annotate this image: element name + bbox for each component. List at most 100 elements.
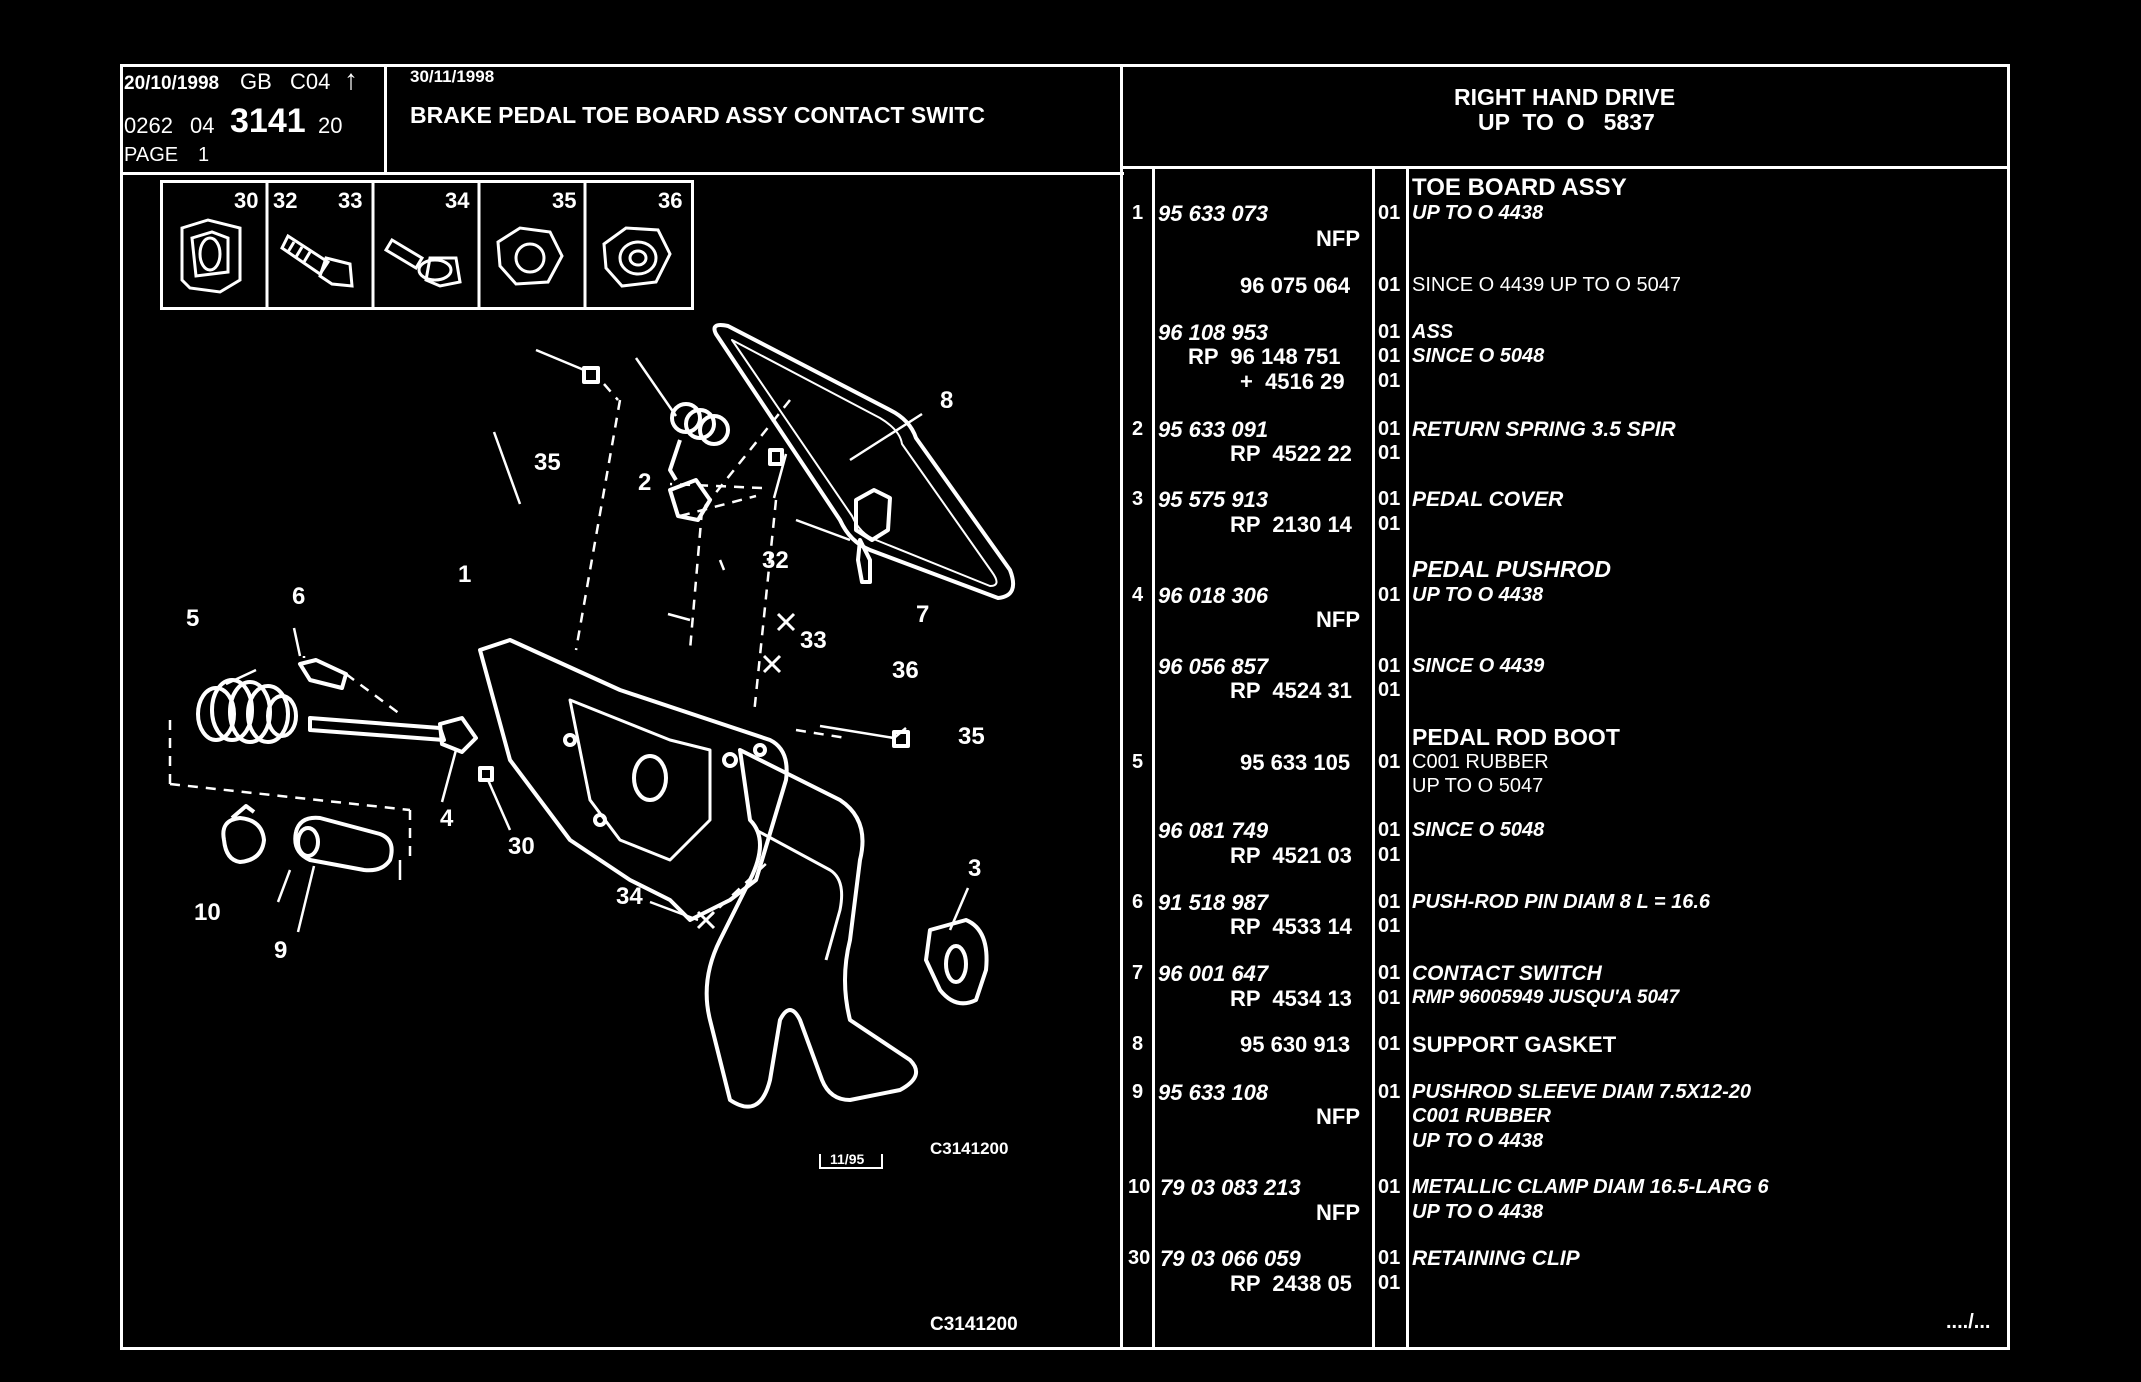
callout-2: 2: [638, 469, 651, 496]
part-desc: PUSHROD SLEEVE DIAM 7.5X12-20: [1412, 1081, 1751, 1103]
part-desc: SINCE O 5048: [1412, 345, 1545, 367]
part-qty: 01: [1378, 819, 1401, 841]
bolt-icon: [280, 233, 354, 288]
part-sub: + 4516 29: [1240, 369, 1345, 394]
header-ref-number: 3141: [230, 102, 306, 140]
lock-nut-icon: [602, 226, 672, 288]
part-sub: RP 4524 31: [1230, 678, 1352, 703]
part-qty: 01: [1378, 442, 1401, 464]
header-lang-code: GB: [240, 69, 272, 94]
legend-num-32: 32: [273, 188, 297, 213]
part-desc: UP TO O 4438: [1412, 584, 1544, 606]
part-qty: 01: [1378, 915, 1401, 937]
retaining-clip-icon: [180, 218, 242, 294]
part-desc: PEDAL PUSHROD: [1412, 556, 1611, 582]
part-qty: 01: [1378, 1247, 1401, 1269]
part-ref: 95 630 913: [1240, 1032, 1351, 1057]
page-label: PAGE: [124, 144, 179, 166]
part-desc: SINCE O 5048: [1412, 819, 1545, 841]
part-qty: 01: [1378, 513, 1401, 535]
part-ref: 95 633 073: [1158, 201, 1269, 226]
header-ref-prefix: 0262: [124, 113, 173, 138]
part-desc: SUPPORT GASKET: [1412, 1032, 1617, 1057]
pedal-bracket-shape: [478, 638, 789, 922]
part-ref: 95 633 105: [1240, 750, 1351, 775]
flange-bolt-icon: [383, 237, 462, 288]
part-qty: 01: [1378, 679, 1401, 701]
part-sub: NFP: [1316, 226, 1360, 251]
legend-num-34: 34: [445, 188, 470, 213]
part-qty: 01: [1378, 844, 1401, 866]
part-sub: RP 96 148 751: [1188, 344, 1341, 369]
part-ref: 96 075 064: [1240, 273, 1351, 298]
part-desc: TOE BOARD ASSY: [1412, 174, 1627, 201]
part-desc: CONTACT SWITCH: [1412, 962, 1602, 985]
legend-num-36: 36: [658, 188, 682, 213]
part-ref: 91 518 987: [1158, 890, 1269, 915]
part-qty: 01: [1378, 202, 1401, 224]
part-ref: 95 575 913: [1158, 487, 1269, 512]
part-ref: 96 081 749: [1158, 818, 1269, 843]
part-desc: SINCE O 4439 UP TO O 5047: [1412, 274, 1682, 296]
part-qty: 01: [1378, 1081, 1401, 1103]
callout-32: 32: [762, 547, 789, 574]
part-sub: RP 4521 03: [1230, 843, 1352, 868]
callout-33: 33: [800, 627, 827, 654]
part-sub: NFP: [1316, 607, 1360, 632]
parts-col-divider-1: [1152, 168, 1155, 1350]
part-idx: 4: [1132, 584, 1144, 606]
legend-num-33: 33: [338, 188, 362, 213]
part-qty: 01: [1378, 321, 1401, 343]
part-sub: NFP: [1316, 1104, 1360, 1129]
header-section: C04: [290, 69, 331, 94]
part-desc: RETAINING CLIP: [1412, 1247, 1580, 1270]
part-idx: 9: [1132, 1081, 1144, 1103]
part-idx: 3: [1132, 488, 1144, 510]
part-desc: UP TO O 5047: [1412, 775, 1544, 797]
part-qty: 01: [1378, 584, 1401, 606]
exploded-diagram-svg: 35 2 32 1 33 36 7 8 6 5 4 30 35 10 9 34 …: [168, 323, 1018, 1335]
part-ref: 96 018 306: [1158, 583, 1269, 608]
header-divider: [120, 172, 1124, 175]
part-qty: 01: [1378, 891, 1401, 913]
part-ref: 79 03 083 213: [1160, 1175, 1301, 1200]
part-qty: 01: [1378, 345, 1401, 367]
part-desc: UP TO O 4438: [1412, 202, 1544, 224]
hardware-legend-svg: 30 32 33 34 35 36: [160, 180, 694, 310]
part-sub: RP 4534 13: [1230, 986, 1352, 1011]
part-idx: 6: [1132, 891, 1144, 913]
page-number: 1: [198, 144, 210, 166]
callout-3: 3: [968, 855, 981, 882]
callout-36: 36: [892, 657, 919, 684]
parts-col-divider-2: [1372, 168, 1375, 1350]
part-qty: 01: [1378, 1033, 1401, 1055]
header-date1: 20/10/1998: [124, 73, 220, 94]
parts-col-divider-3: [1406, 168, 1409, 1350]
parts-header-divider: [1120, 166, 2010, 169]
part-idx: 2: [1132, 418, 1144, 440]
legend-num-35: 35: [552, 188, 576, 213]
part-desc: ASS: [1412, 321, 1454, 343]
part-qty: 01: [1378, 418, 1401, 440]
part-qty: 01: [1378, 655, 1401, 677]
callout-9: 9: [274, 937, 287, 964]
part-desc: METALLIC CLAMP DIAM 16.5-LARG 6: [1412, 1176, 1769, 1198]
part-sub: RP 2130 14: [1230, 512, 1352, 537]
part-desc: PEDAL ROD BOOT: [1412, 724, 1620, 750]
callout-4: 4: [440, 805, 454, 832]
hardware-legend: 30 32 33 34 35 36: [160, 180, 694, 310]
callout-8: 8: [940, 387, 953, 414]
contact-switch-shape: [854, 488, 892, 542]
part-ref: 79 03 066 059: [1160, 1246, 1301, 1271]
diagram-date-box: 11/95 C3141200 C3141200: [819, 1139, 1018, 1335]
drive-range: UP TO O 5837: [1478, 109, 1655, 135]
callout-10: 10: [194, 899, 221, 926]
header-date2: 30/11/1998: [410, 67, 495, 86]
pin-shape: [298, 658, 348, 690]
callout-1: 1: [458, 561, 471, 588]
part-desc: SINCE O 4439: [1412, 655, 1545, 677]
main-divider: [1120, 64, 1123, 1350]
callout-6: 6: [292, 583, 305, 610]
diagram-ref-code: C3141200: [930, 1139, 1008, 1158]
